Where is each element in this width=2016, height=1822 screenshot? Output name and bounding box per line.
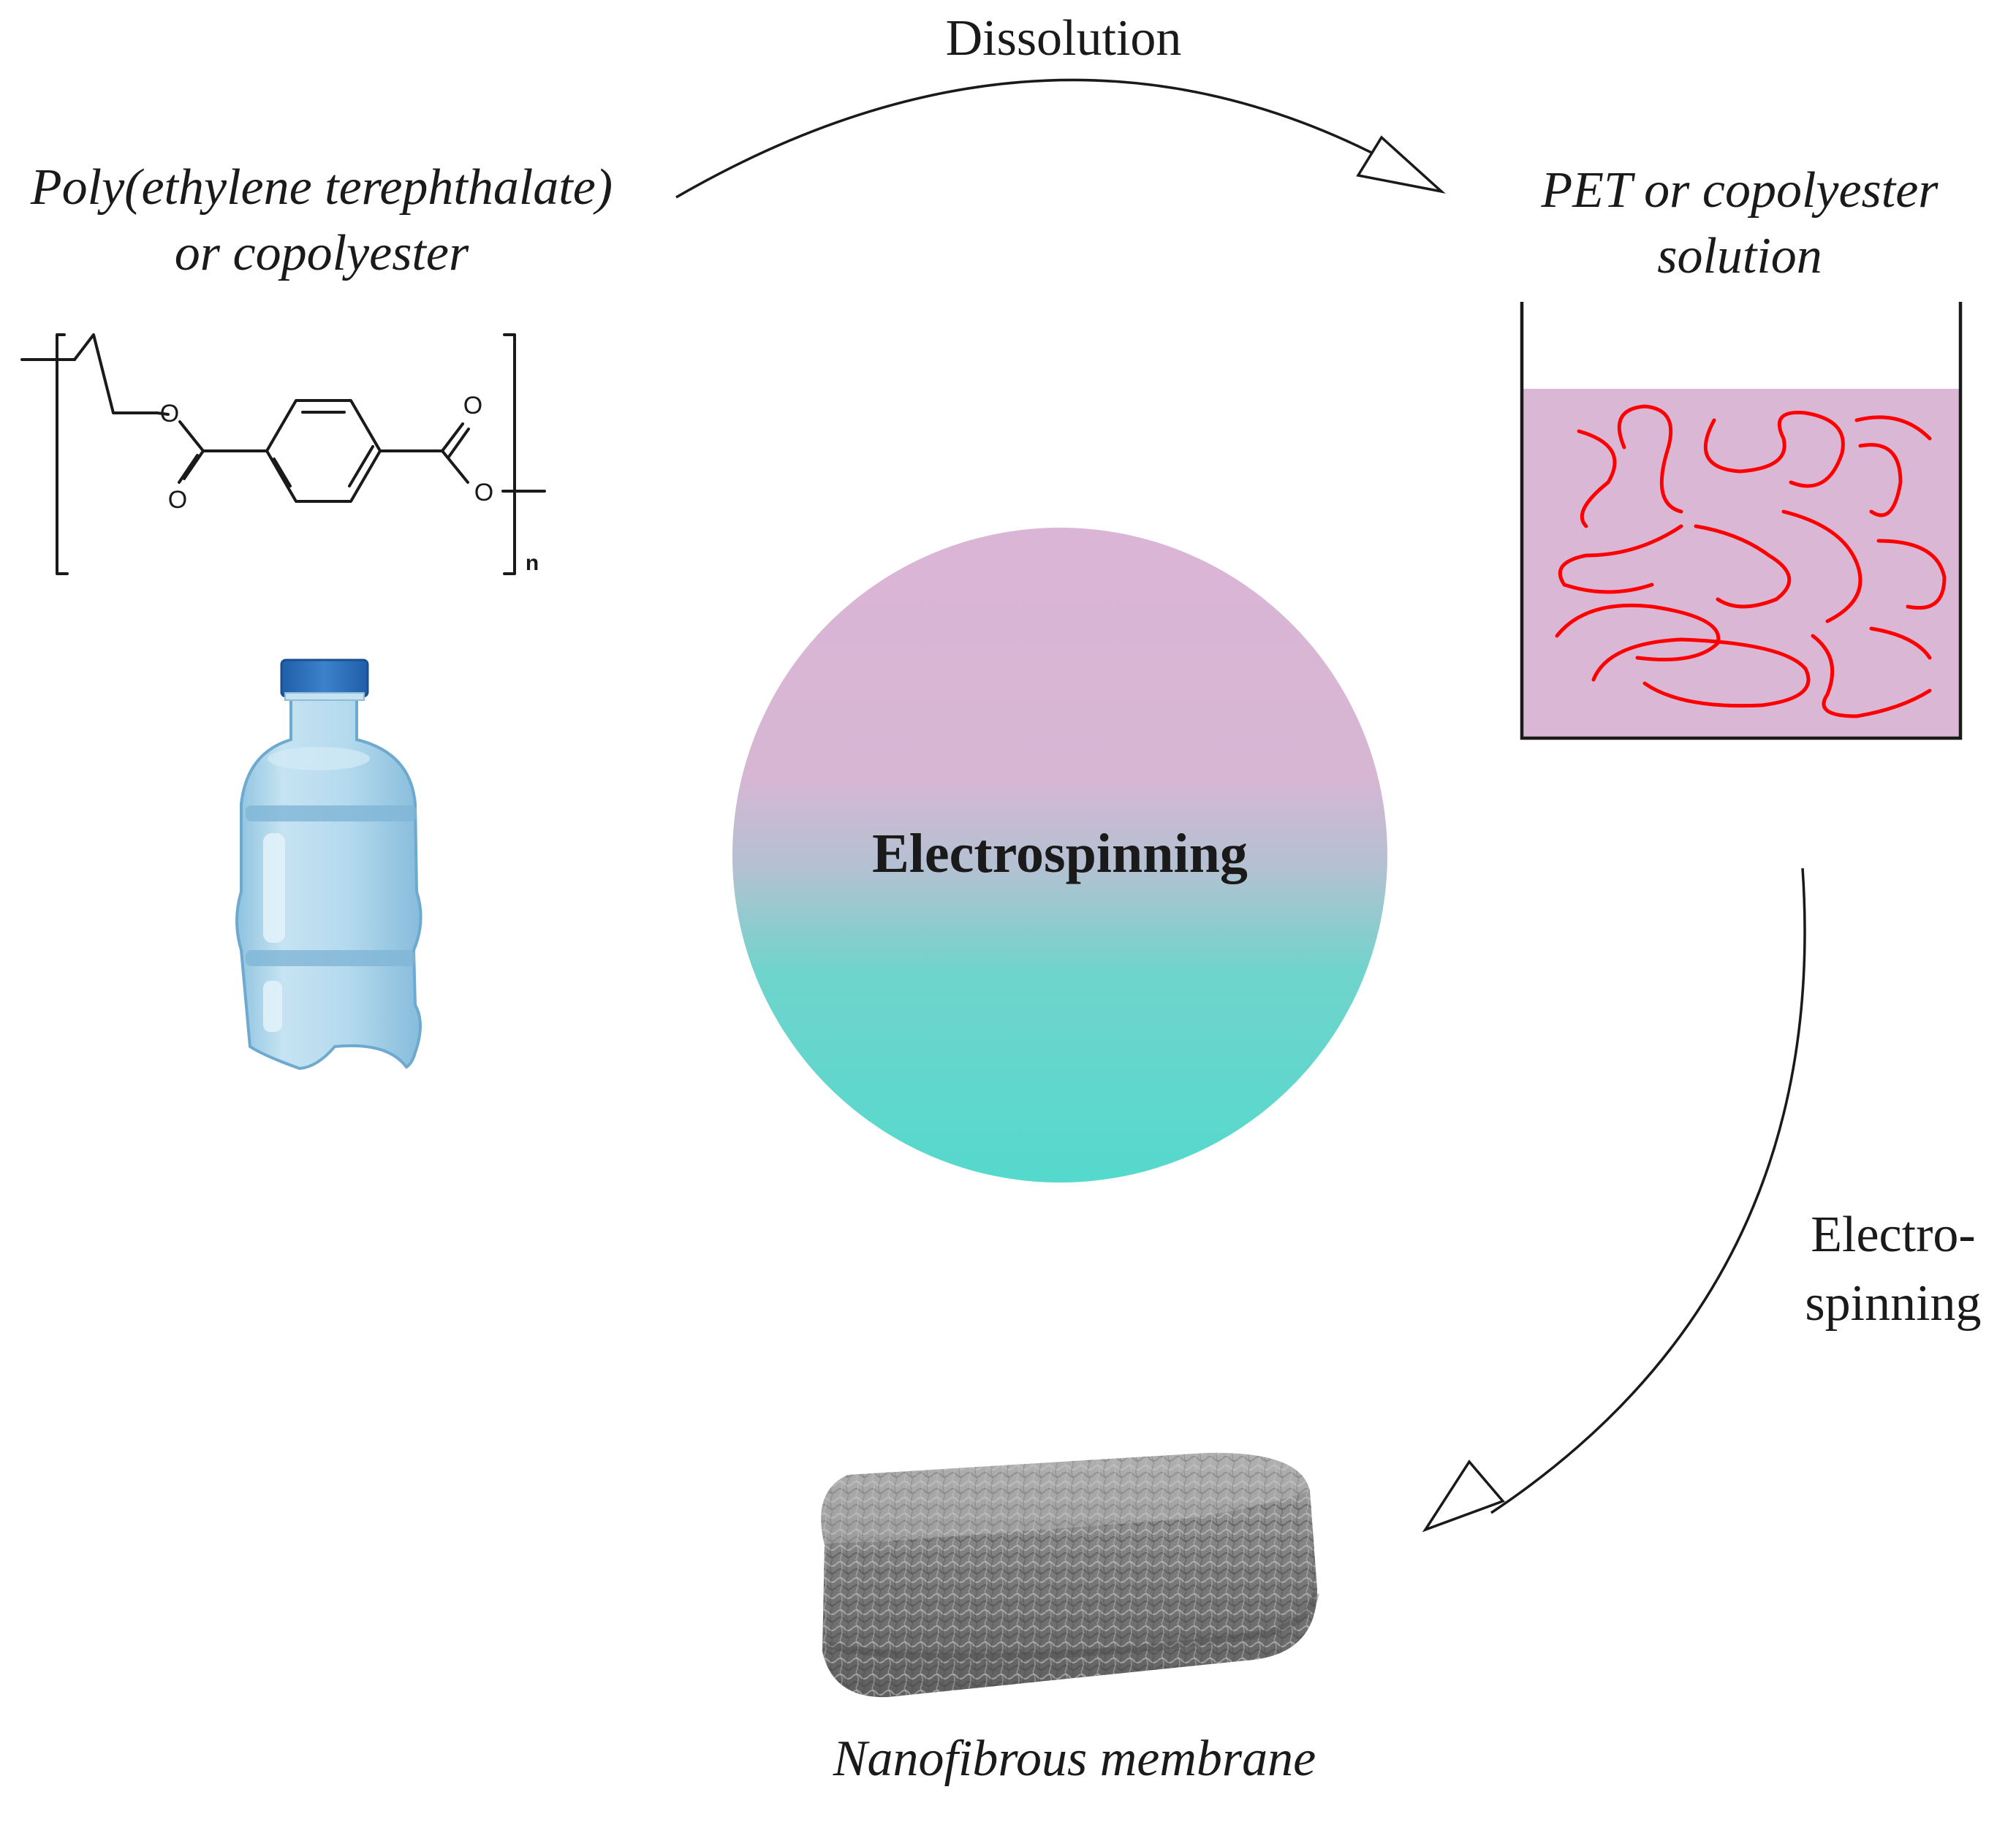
process-label-line2: spinning bbox=[1805, 1275, 1982, 1332]
repeat-unit-subscript: n bbox=[526, 551, 539, 575]
ester-oxygen-2: O bbox=[474, 479, 493, 506]
solution-label: PET or copolyester solution bbox=[1491, 165, 1988, 282]
process-label-line1: Electro- bbox=[1811, 1207, 1976, 1263]
carbonyl-oxygen-2: O bbox=[463, 392, 482, 420]
source-label-line2: or copolyester bbox=[174, 225, 469, 281]
polymer-chains bbox=[1555, 404, 1947, 718]
solution-beaker-icon bbox=[1520, 302, 1963, 740]
source-polymer-label: Poly(ethylene terephthalate) or copolyes… bbox=[0, 162, 643, 279]
left-bracket bbox=[56, 333, 69, 575]
nanofibrous-membrane-icon bbox=[821, 1452, 1319, 1698]
product-label: Nanofibrous membrane bbox=[833, 1731, 1316, 1787]
electrospinning-arrowhead bbox=[1422, 1460, 1505, 1533]
center-process-label: Electrospinning bbox=[872, 823, 1248, 884]
source-label-line1: Poly(ethylene terephthalate) bbox=[30, 159, 613, 216]
solution-label-line2: solution bbox=[1657, 228, 1822, 284]
dissolution-label: Dissolution bbox=[945, 10, 1182, 67]
solution-label-line1: PET or copolyester bbox=[1541, 162, 1939, 219]
electrospinning-circle bbox=[732, 528, 1387, 1183]
ester-oxygen-1: O bbox=[160, 400, 179, 428]
carbonyl-oxygen-1: O bbox=[168, 486, 187, 514]
dissolution-arrowhead bbox=[1356, 135, 1446, 194]
dissolution-arrow bbox=[675, 78, 1437, 199]
electrospinning-arrow bbox=[1490, 868, 1806, 1514]
plastic-bottle-icon bbox=[235, 658, 422, 1071]
electrospinning-step-label: Electro- spinning bbox=[1769, 1210, 2016, 1329]
pet-structure bbox=[20, 333, 546, 575]
right-bracket bbox=[503, 333, 516, 575]
